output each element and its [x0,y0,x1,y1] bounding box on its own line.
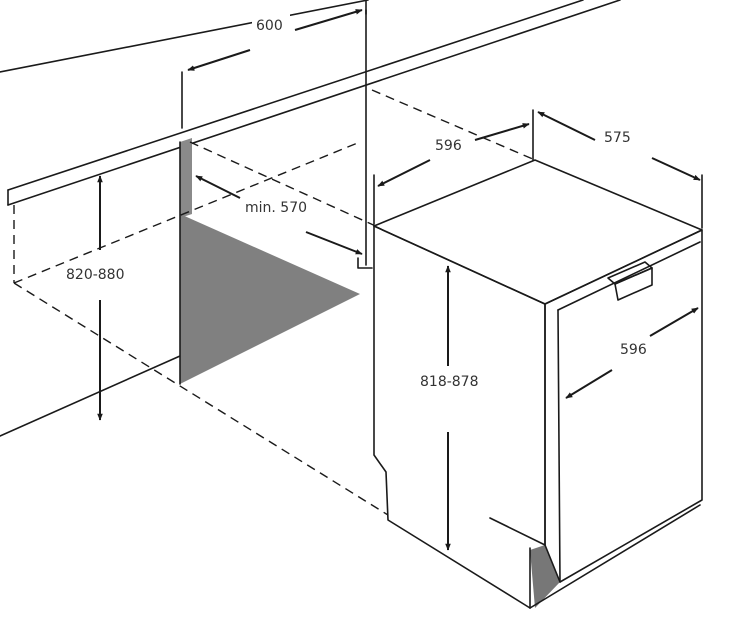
countertop [0,0,621,206]
niche-floor [180,214,360,384]
dim-appliance-depth: 575 [537,111,703,229]
label-appliance-height: 818-878 [420,374,479,390]
label-door-width: 596 [620,342,647,358]
dim-niche-width: 600 [181,0,367,129]
dim-appliance-width: 596 [373,109,534,225]
label-appliance-width: 596 [435,138,462,154]
niche-interior [179,138,360,385]
label-appliance-depth: 575 [604,130,631,146]
dim-niche-height: 820-880 [66,175,125,421]
dim-niche-depth: min. 570 [195,175,363,255]
label-niche-width: 600 [256,18,283,34]
door-inner-edge [557,241,701,311]
dim-appliance-height: 818-878 [418,265,479,551]
dim-door-width: 596 [565,307,699,399]
dishwasher-door [544,229,703,583]
dishwasher [373,159,703,609]
label-niche-depth: min. 570 [245,200,307,216]
niche-side-wall [180,138,192,218]
door-handle-icon [607,261,653,301]
cabinet-baseline [0,355,181,437]
niche-right-notch [357,257,373,269]
kick-plate [530,545,560,608]
dishwasher-side [373,225,531,609]
guide-lines [13,89,536,516]
label-niche-height: 820-880 [66,267,125,283]
